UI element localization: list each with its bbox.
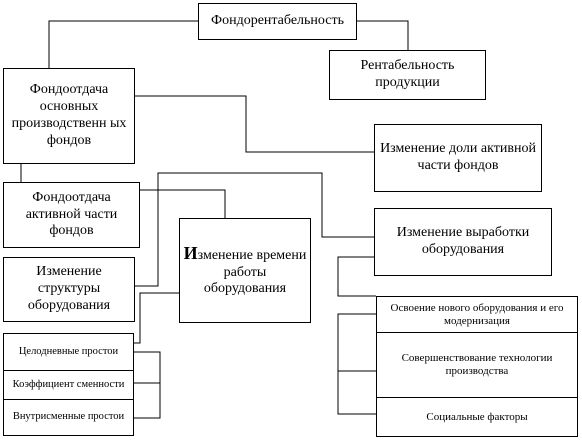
equipment-output-change-label: Изменение выработки оборудования xyxy=(396,225,530,257)
capital-productivity-active-label: Фондоотдача активной части фондов xyxy=(25,189,118,239)
root-label: Фондорентабельность xyxy=(211,13,344,29)
downtime-factor-item: Внутрисменные простои xyxy=(4,400,133,435)
connector-active-time xyxy=(140,189,226,218)
connector-root-fixed xyxy=(48,20,198,68)
downtime-bracket xyxy=(134,351,161,419)
connector-time-downtime xyxy=(134,292,179,344)
output-factor-label: Социальные факторы xyxy=(426,410,528,423)
capital-productivity-fixed-box: Фондоотдача основных производственн ых ф… xyxy=(3,68,135,164)
root-box: Фондорентабельность xyxy=(198,3,357,40)
downtime-factor-label: Коэффициент сменности xyxy=(12,378,125,390)
output-factor-label: Совершенствование технологии производств… xyxy=(401,352,553,377)
equipment-time-change-box: Изменение времени работы оборудования xyxy=(179,218,311,323)
capital-productivity-active-box: Фондоотдача активной части фондов xyxy=(3,182,140,248)
downtime-factors-stack: Целодневные простои Коэффициент сменност… xyxy=(3,333,134,436)
active-share-change-label: Изменение доли активной части фондов xyxy=(380,141,536,173)
downtime-factor-item: Целодневные простои xyxy=(4,334,133,371)
active-share-change-box: Изменение доли активной части фондов xyxy=(374,124,542,192)
output-bracket xyxy=(337,313,376,415)
output-factor-label: Освоение нового оборудования и его модер… xyxy=(390,301,564,327)
output-factor-item: Социальные факторы xyxy=(377,398,577,436)
connector-fixed-activeshare xyxy=(134,95,374,153)
product-profitability-box: Рентабельность продукции xyxy=(329,50,486,100)
output-factor-item: Совершенствование технологии производств… xyxy=(377,333,577,398)
capital-productivity-fixed-label: Фондоотдача основных производственн ых ф… xyxy=(11,82,127,148)
downtime-factor-label: Целодневные простои xyxy=(18,345,119,357)
downtime-factor-item: Коэффициент сменности xyxy=(4,371,133,400)
downtime-factor-label: Внутрисменные простои xyxy=(12,411,125,423)
output-factors-stack: Освоение нового оборудования и его модер… xyxy=(376,296,578,437)
equipment-time-change-label: Изменение времени работы оборудования xyxy=(183,242,307,297)
output-factor-item: Освоение нового оборудования и его модер… xyxy=(377,297,577,333)
connector-root-profitability xyxy=(357,20,409,50)
equipment-structure-change-box: Изменение структуры оборудования xyxy=(3,257,135,322)
equipment-output-change-box: Изменение выработки оборудования xyxy=(374,208,552,276)
connector-structure-output xyxy=(135,172,374,287)
equipment-structure-change-label: Изменение структуры оборудования xyxy=(27,264,111,313)
product-profitability-label: Рентабельность продукции xyxy=(360,58,455,90)
